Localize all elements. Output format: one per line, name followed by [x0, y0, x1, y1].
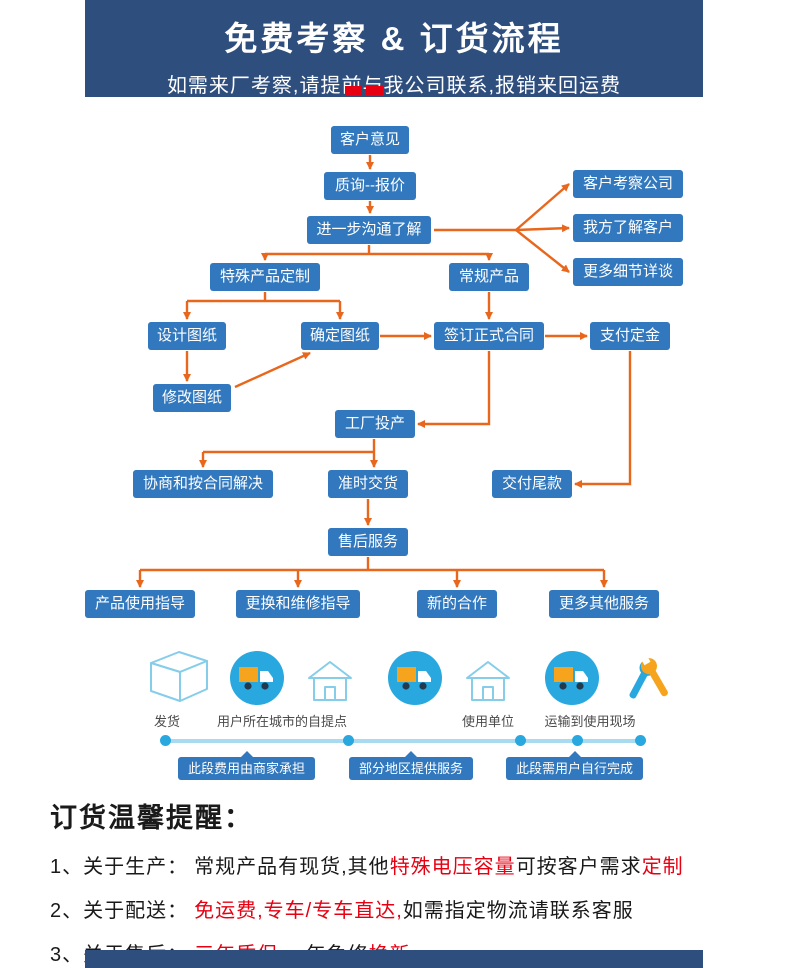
reminder-text-highlight: 免运费,专车/专车直达, — [194, 900, 403, 922]
reminder-prefix: 1、关于生产： — [50, 856, 189, 878]
flow-node-confirm-drawing: 确定图纸 — [301, 322, 379, 350]
reminder-text: 如需指定物流请联系客服 — [402, 900, 634, 922]
flow-node-more-services: 更多其他服务 — [549, 590, 659, 618]
reminder-text-highlight: 特殊电压容量 — [389, 856, 516, 878]
pickup-house-icon — [308, 661, 352, 701]
flow-node-pay-balance: 交付尾款 — [492, 470, 572, 498]
timeline-tag-label: 部分地区提供服务 — [359, 761, 464, 776]
timeline-dot — [343, 735, 354, 746]
flow-node-customer-opinion: 客户意见 — [331, 126, 409, 154]
flow-node-design-drawing: 设计图纸 — [148, 322, 226, 350]
usage-building-icon — [466, 661, 510, 701]
reminder-text-highlight: 定制 — [641, 856, 684, 878]
header-banner: 免费考察 & 订货流程 如需来厂考察,请提前与我公司联系,报销来回运费 — [85, 0, 703, 97]
flow-node-factory-production: 工厂投产 — [335, 410, 415, 438]
timeline-tag-label: 此段费用由商家承担 — [188, 761, 306, 776]
flow-node-usage-guidance: 产品使用指导 — [85, 590, 195, 618]
timeline-dot — [572, 735, 583, 746]
flow-node-replacement-repair: 更换和维修指导 — [236, 590, 360, 618]
stage-label-shipping: 发货 — [153, 714, 180, 729]
reminder-text: 可按客户需求 — [515, 856, 642, 878]
flow-node-on-time-delivery: 准时交货 — [328, 470, 408, 498]
package-icon — [150, 651, 208, 702]
reminder-item-production: 1、关于生产：常规产品有现货,其他特殊电压容量可按客户需求定制 — [50, 855, 762, 879]
flow-node-inquiry-quote: 质询--报价 — [324, 172, 416, 200]
timeline-dot — [160, 735, 171, 746]
reminder-text: 常规产品有现货,其他 — [194, 856, 390, 878]
reminder-item-delivery: 2、关于配送：免运费,专车/专车直达,如需指定物流请联系客服 — [50, 899, 762, 923]
timeline-tag-merchant-cost: 此段费用由商家承担 — [178, 751, 316, 780]
flow-node-we-understand-client: 我方了解客户 — [573, 214, 683, 242]
stage-label-usage-unit: 使用单位 — [461, 714, 514, 729]
timeline-tag-label: 此段需用户自行完成 — [516, 761, 634, 776]
tag-arrow-up — [240, 751, 253, 757]
flow-node-after-sales-service: 售后服务 — [328, 528, 408, 556]
order-reminders-section: 订货温馨提醒： 1、关于生产：常规产品有现货,其他特殊电压容量可按客户需求定制 … — [50, 796, 762, 967]
flow-node-new-cooperation: 新的合作 — [417, 590, 497, 618]
tools-icon — [629, 654, 668, 699]
reminder-prefix: 2、关于配送： — [50, 900, 189, 922]
flow-node-sign-contract: 签订正式合同 — [434, 322, 544, 350]
tag-arrow-up — [568, 751, 581, 757]
flow-node-modify-drawing: 修改图纸 — [153, 384, 231, 412]
red-accent-mark — [345, 86, 362, 95]
stage-label-transport-site: 运输到使用现场 — [544, 714, 636, 729]
footer-bar — [85, 950, 703, 968]
timeline-line — [162, 739, 642, 743]
flow-node-negotiate-per-contract: 协商和按合同解决 — [133, 470, 273, 498]
delivery-truck-icon — [388, 651, 442, 705]
flow-node-client-visits-company: 客户考察公司 — [573, 170, 683, 198]
timeline-dot — [515, 735, 526, 746]
reminders-title: 订货温馨提醒： — [50, 803, 253, 833]
delivery-truck-icon — [545, 651, 599, 705]
page-subtitle: 如需来厂考察,请提前与我公司联系,报销来回运费 — [166, 75, 622, 97]
delivery-truck-icon — [230, 651, 284, 705]
page-title: 免费考察 & 订货流程 — [224, 20, 564, 57]
flow-node-custom-product: 特殊产品定制 — [210, 263, 320, 291]
flow-node-pay-deposit: 支付定金 — [590, 322, 670, 350]
flow-node-regular-product: 常规产品 — [449, 263, 529, 291]
timeline-tag-user-complete: 此段需用户自行完成 — [506, 751, 644, 780]
flow-node-more-details-discussion: 更多细节详谈 — [573, 258, 683, 286]
timeline-tag-partial-service: 部分地区提供服务 — [349, 751, 474, 780]
stage-label-pickup-point: 用户所在城市的自提点 — [216, 714, 347, 729]
flow-node-further-communication: 进一步沟通了解 — [307, 216, 431, 244]
red-accent-mark — [366, 86, 383, 95]
tag-arrow-up — [405, 751, 417, 757]
timeline-dot — [635, 735, 646, 746]
